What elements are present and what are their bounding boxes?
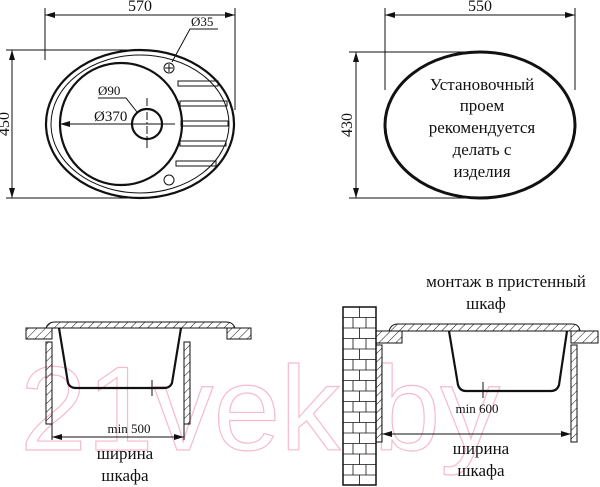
cutout-note-line: рекомендуется [429, 118, 536, 137]
section-standard-cabinet: min 500 ширина шкафа [25, 321, 252, 485]
sink-rim [388, 323, 581, 332]
overflow-hole [163, 174, 175, 186]
cutout-note-line: делать с [453, 140, 512, 159]
height-dimension: 450 [0, 112, 13, 136]
drainboard-grooves [175, 80, 229, 167]
cabinet-wall-right [570, 344, 578, 443]
cabinet-width-caption: ширина [453, 439, 510, 458]
wall-mount-title: шкаф [466, 294, 506, 313]
cabinet-wall-left [375, 344, 383, 443]
drain-leader [98, 97, 138, 113]
sink-bowl-section [57, 327, 183, 390]
tap-hole-leader [171, 28, 218, 63]
sink-outline [44, 48, 236, 200]
cabinet-width-caption: шкафа [101, 466, 149, 485]
min-width-label: min 500 [108, 421, 151, 436]
section-wall-cabinet: монтаж в пристенный шкаф min 600 ширина … [342, 272, 599, 486]
cabinet-width-caption: ширина [97, 444, 154, 463]
wall-mount-title: монтаж в пристенный [426, 272, 586, 291]
cutout-note-line: проем [460, 96, 505, 115]
cabinet-wall-right [183, 341, 191, 425]
bowl-dimension: Ø370 [94, 109, 127, 125]
tap-hole-dimension: Ø35 [191, 14, 213, 29]
brick-wall [342, 306, 377, 486]
cabinet-width-caption: шкафа [457, 461, 505, 480]
cutout-outline [383, 50, 577, 200]
min-width-label: min 600 [456, 401, 499, 416]
width-dimension: 570 [128, 0, 152, 15]
watermark: 21vek.by [20, 342, 500, 476]
cutout-height-dimension: 430 [339, 113, 356, 137]
tap-hole [163, 62, 175, 74]
drain-dimension: Ø90 [98, 83, 120, 98]
cutout-width-dimension: 550 [468, 0, 492, 15]
cutout-view: 550 430 Установочный проем рекомендуется… [339, 0, 577, 200]
cutout-note-line: изделия [453, 162, 510, 181]
sink-top-view: 570 450 Ø35 Ø90 Ø370 [0, 0, 236, 200]
cutout-note-line: Установочный [430, 75, 534, 94]
cabinet-wall-left [45, 341, 53, 425]
sink-bowl-section [447, 330, 569, 393]
sink-rim [45, 321, 236, 329]
